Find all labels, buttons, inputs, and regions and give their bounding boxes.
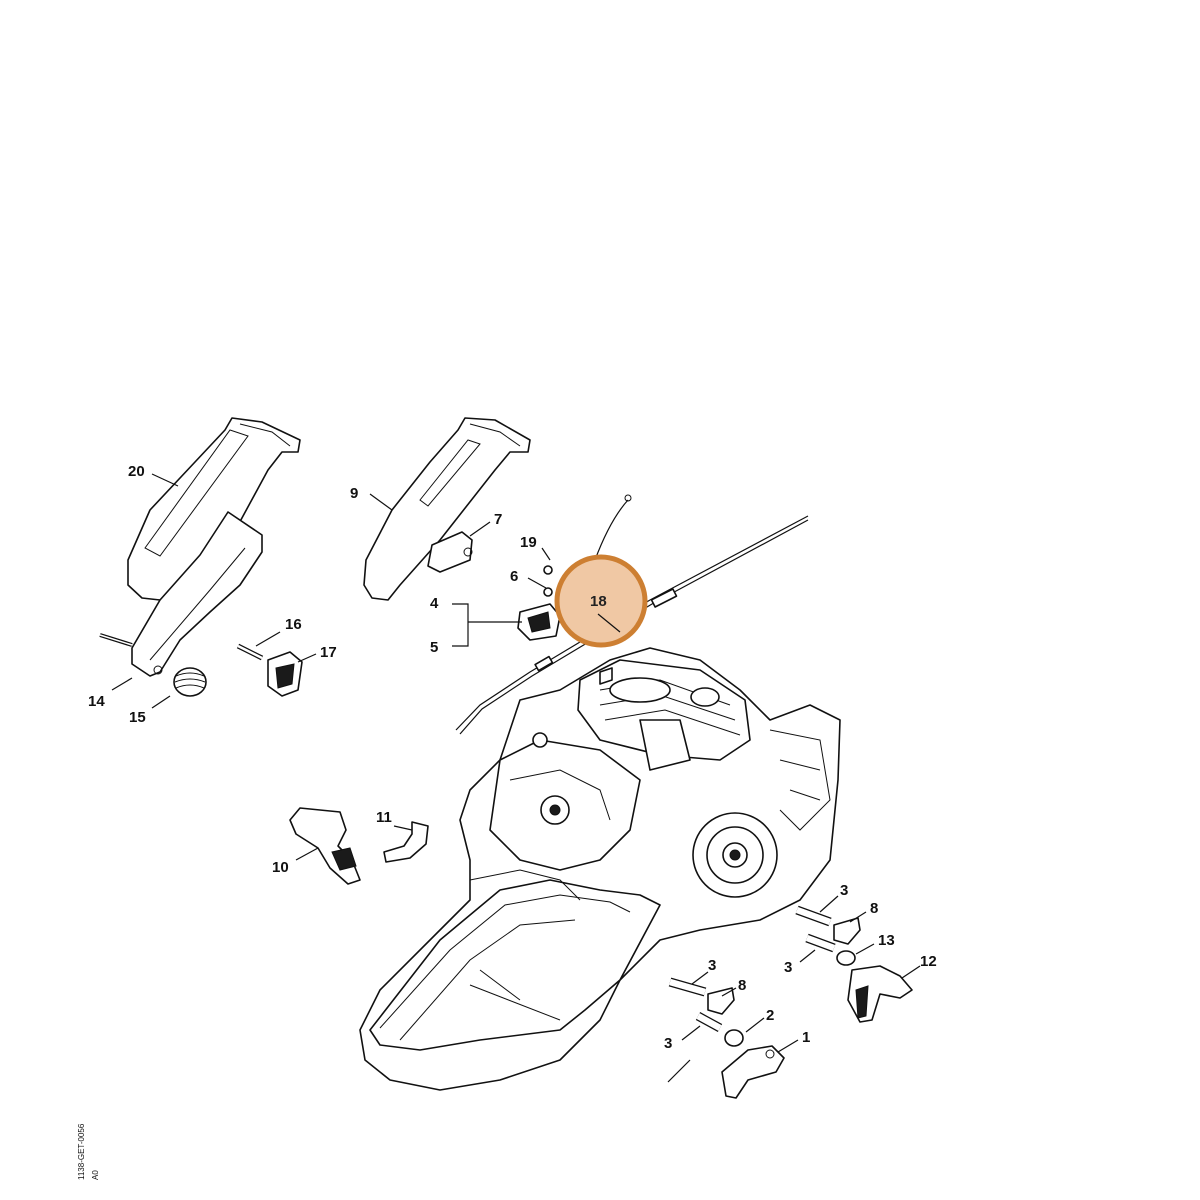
- part-10-throttle-trigger[interactable]: [289, 807, 361, 885]
- callout-4[interactable]: 4: [430, 595, 439, 612]
- powerhead-housing[interactable]: [359, 647, 841, 1091]
- callout-3-a[interactable]: 3: [840, 882, 848, 899]
- highlight-circle: [554, 554, 648, 648]
- part-17-lever[interactable]: [267, 651, 303, 697]
- part-9-handle-molding[interactable]: [363, 417, 531, 601]
- drawing-code-line1: 1138-GET-0056: [77, 1123, 86, 1180]
- part-14-pin[interactable]: [99, 633, 133, 647]
- part-8-levers[interactable]: [707, 917, 861, 1015]
- part-15-spring[interactable]: [173, 667, 207, 697]
- part-12-bracket[interactable]: [847, 965, 913, 1023]
- part-7-latch[interactable]: [427, 531, 473, 573]
- part-13-sleeve[interactable]: [836, 950, 856, 966]
- callout-14[interactable]: 14: [88, 693, 105, 710]
- callout-3-c[interactable]: 3: [708, 957, 716, 974]
- callout-13[interactable]: 13: [878, 932, 895, 949]
- callout-6[interactable]: 6: [510, 568, 518, 585]
- callout-18[interactable]: 18: [590, 593, 607, 610]
- callout-5[interactable]: 5: [430, 639, 438, 656]
- part-2-sleeve[interactable]: [724, 1029, 744, 1047]
- part-3-pins[interactable]: [668, 905, 836, 1032]
- callout-11[interactable]: 11: [376, 809, 392, 826]
- part-11-interlock-lever[interactable]: [383, 821, 429, 863]
- callout-10[interactable]: 10: [272, 859, 289, 876]
- callout-3-b[interactable]: 3: [784, 959, 792, 976]
- part-4-5-assembly[interactable]: [517, 565, 561, 641]
- callout-9[interactable]: 9: [350, 485, 358, 502]
- callout-8-a[interactable]: 8: [870, 900, 878, 917]
- callout-20[interactable]: 20: [128, 463, 145, 480]
- callout-16[interactable]: 16: [285, 616, 302, 633]
- callout-3-d[interactable]: 3: [664, 1035, 672, 1052]
- callout-15[interactable]: 15: [129, 709, 146, 726]
- callout-7[interactable]: 7: [494, 511, 502, 528]
- leader-lines: [111, 473, 921, 1083]
- drawing-code-line2: A0: [91, 1170, 100, 1180]
- drawing-code: 1138-GET-0056 A0: [77, 1123, 100, 1180]
- part-16-pin[interactable]: [236, 643, 264, 661]
- callout-8-b[interactable]: 8: [738, 977, 746, 994]
- callout-2[interactable]: 2: [766, 1007, 774, 1024]
- part-14-lower-molding[interactable]: [131, 511, 263, 677]
- callout-1[interactable]: 1: [802, 1029, 810, 1046]
- callout-19[interactable]: 19: [520, 534, 537, 551]
- part-1-lever[interactable]: [721, 1045, 785, 1099]
- callout-12[interactable]: 12: [920, 953, 937, 970]
- callout-17[interactable]: 17: [320, 644, 337, 661]
- callout-labels: 20 9 7 19 6 4 5 18 16 17 14 15 11 10 3 8…: [88, 463, 937, 1052]
